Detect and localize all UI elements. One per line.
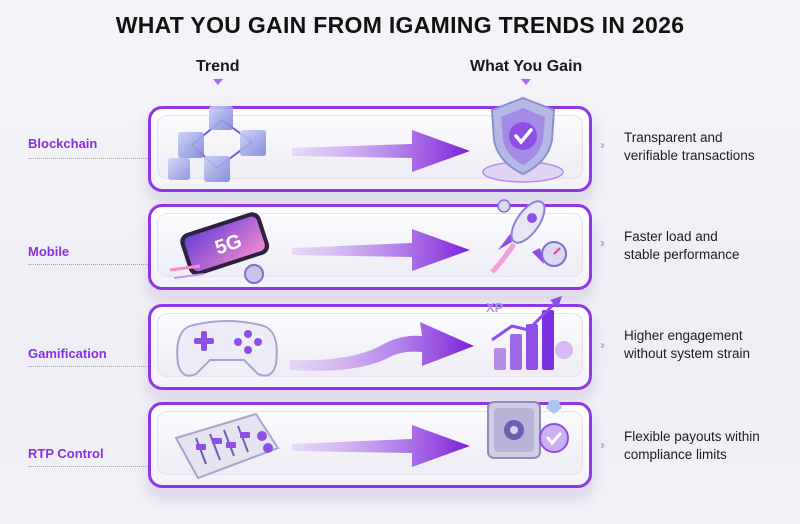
transition-arrow-icon (292, 229, 470, 271)
trend-row-gamification: Gamification XP ›› Higher engagement wit… (0, 296, 800, 394)
transition-arrow-icon (290, 322, 474, 371)
gain-chevron-icon: ›› (600, 236, 605, 250)
gain-text: Higher engagement without system strain (624, 328, 751, 361)
column-header-trend: Trend (196, 58, 240, 85)
transition-arrow-icon (292, 130, 470, 172)
rocket-speedometer-icon (490, 199, 567, 274)
column-header-gain: What You Gain (470, 58, 582, 85)
trend-row-rtp-control: RTP Control ›› Flexible payouts within c… (0, 400, 800, 492)
gain-text: Transparent and verifiable transactions (624, 130, 755, 163)
transition-arrow-icon (292, 425, 470, 467)
trend-row-blockchain: Blockchain ›› Transparent and verifiable… (0, 96, 800, 196)
xp-badge-text: XP (486, 300, 504, 315)
blockchain-cubes-icon (168, 106, 266, 182)
trend-row-mobile: Mobile 5G ›› Faster load and stable perf… (0, 199, 800, 294)
gain-chevron-icon: ›› (600, 438, 605, 452)
trend-label: Gamification (28, 346, 107, 361)
mixer-sliders-icon (174, 412, 280, 480)
label-divider (28, 158, 158, 159)
gain-chevron-icon: ›› (600, 138, 605, 152)
gain-chevron-icon: ›› (600, 338, 605, 352)
label-divider (28, 366, 158, 367)
page-title: WHAT YOU GAIN FROM IGAMING TRENDS IN 202… (115, 12, 685, 38)
gamepad-icon (176, 320, 278, 377)
gain-text: Faster load and stable performance (624, 229, 740, 262)
label-divider (28, 264, 158, 265)
trend-label: Blockchain (28, 136, 98, 151)
trend-label: Mobile (28, 244, 70, 259)
5g-phone-icon: 5G (170, 212, 270, 284)
label-divider (28, 466, 158, 467)
gain-text: Flexible payouts within compliance limit… (624, 429, 760, 462)
trend-label: RTP Control (28, 446, 104, 461)
xp-growth-chart-icon: XP (486, 296, 573, 370)
shield-check-icon (482, 96, 564, 183)
safe-vault-icon (487, 400, 569, 459)
